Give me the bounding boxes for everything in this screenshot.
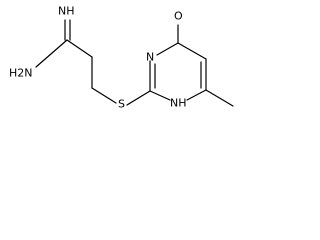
bond-ch2-s (91, 87, 117, 104)
atom-labels: NH H2N S N NH O (9, 5, 187, 111)
bond-c-nh2 (35, 39, 68, 68)
carbonyl-o-label: O (174, 10, 183, 23)
ring-bonds (149, 24, 234, 107)
bond-c6-methyl (205, 89, 234, 107)
bond-s-c2 (126, 90, 151, 106)
molecule-structure: NH H2N S N NH O (9, 5, 234, 111)
bond-n3-c4 (156, 42, 179, 56)
imine-label: NH (58, 5, 75, 18)
bond-c-ch2 (66, 39, 93, 58)
bond-c4-c5 (177, 42, 207, 60)
amine-label: H2N (9, 67, 33, 80)
structure-canvas: NH H2N S N NH O (9, 5, 234, 111)
ring-n-top-label: N (146, 51, 154, 64)
ring-nh-label: NH (170, 97, 187, 110)
sulfur-label: S (118, 98, 125, 111)
bond-n1-c2 (149, 90, 171, 101)
bond-c6-n1 (186, 89, 207, 101)
chain-bonds (35, 19, 151, 106)
